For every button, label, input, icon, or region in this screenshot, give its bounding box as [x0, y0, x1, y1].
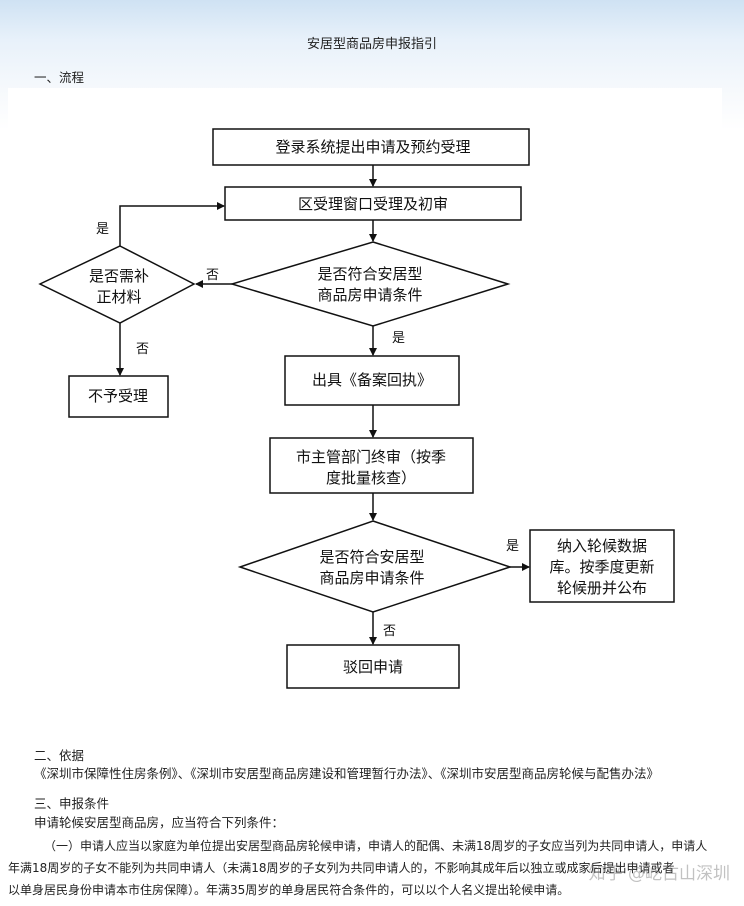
yes-label-supplement: 是: [96, 222, 109, 237]
yes-label-diamond2: 是: [506, 539, 519, 554]
eligibility-diamond-2: [237, 520, 513, 613]
section-flow-heading: 一、流程: [34, 70, 85, 85]
condition-1-line1: （一）申请人应当以家庭为单位提出安居型商品房轮候申请，申请人的配偶、未满18周岁…: [44, 839, 708, 853]
final-review-box: [269, 437, 474, 494]
queue-label-line1: 纳入轮候数据: [557, 537, 647, 555]
section-conditions-heading: 三、申报条件: [34, 796, 110, 811]
supplement-label-line2: 正材料: [96, 288, 141, 306]
reject-apply-label: 驳回申请: [343, 658, 403, 676]
no-label-supplement: 否: [136, 342, 149, 357]
supplement-label-line1: 是否需补: [89, 267, 149, 285]
diamond2-label-line2: 商品房申请条件: [319, 569, 424, 587]
receipt-box: [284, 355, 460, 406]
receipt-label: 出具《备案回执》: [312, 371, 432, 389]
reject-accept-label: 不予受理: [88, 387, 148, 405]
flowchart: 登录系统提出申请及预约受理 区受理窗口受理及初审 是否符合安居型 商品房申请条件…: [38, 128, 675, 689]
window-box-label: 区受理窗口受理及初审: [298, 195, 448, 213]
yes-label-diamond1: 是: [392, 331, 405, 346]
diamond1-label-line2: 商品房申请条件: [317, 286, 422, 304]
watermark: 知乎 @屹古山深圳: [588, 864, 730, 884]
condition-1-line3: 以单身居民身份申请本市住房保障）。年满35周岁的单身居民符合条件的，可以以个人名…: [8, 883, 570, 897]
basis-text: 《深圳市保障性住房条例》、《深圳市安居型商品房建设和管理暂行办法》、《深圳市安居…: [34, 766, 660, 781]
no-label-diamond2: 否: [383, 624, 396, 639]
page-title: 安居型商品房申报指引: [306, 37, 437, 52]
section-basis-heading: 二、依据: [34, 748, 85, 763]
reject-apply-box: [286, 644, 460, 689]
login-box: [212, 128, 530, 166]
eligibility-diamond-1: [229, 241, 511, 327]
queue-label-line3: 轮候册并公布: [557, 579, 647, 597]
condition-1-line2: 年满18周岁的子女不能列为共同申请人（未满18周岁的子女列为共同申请人的，不影响…: [8, 861, 675, 875]
diamond1-label-line1: 是否符合安居型: [317, 265, 422, 283]
final-review-label-line2: 度批量核查）: [326, 469, 416, 487]
final-review-label-line1: 市主管部门终审（按季: [296, 448, 446, 466]
conditions-intro: 申请轮候安居型商品房，应当符合下列条件：: [34, 815, 285, 830]
flowchart-panel: 登录系统提出申请及预约受理 区受理窗口受理及初审 是否符合安居型 商品房申请条件…: [8, 88, 722, 730]
queue-label-line2: 库。按季度更新: [549, 558, 654, 576]
login-box-label: 登录系统提出申请及预约受理: [275, 138, 470, 156]
diamond2-label-line1: 是否符合安居型: [319, 548, 424, 566]
no-label-diamond1: 否: [206, 268, 219, 283]
queue-box: [529, 529, 675, 603]
reject-accept-box: [68, 375, 169, 418]
